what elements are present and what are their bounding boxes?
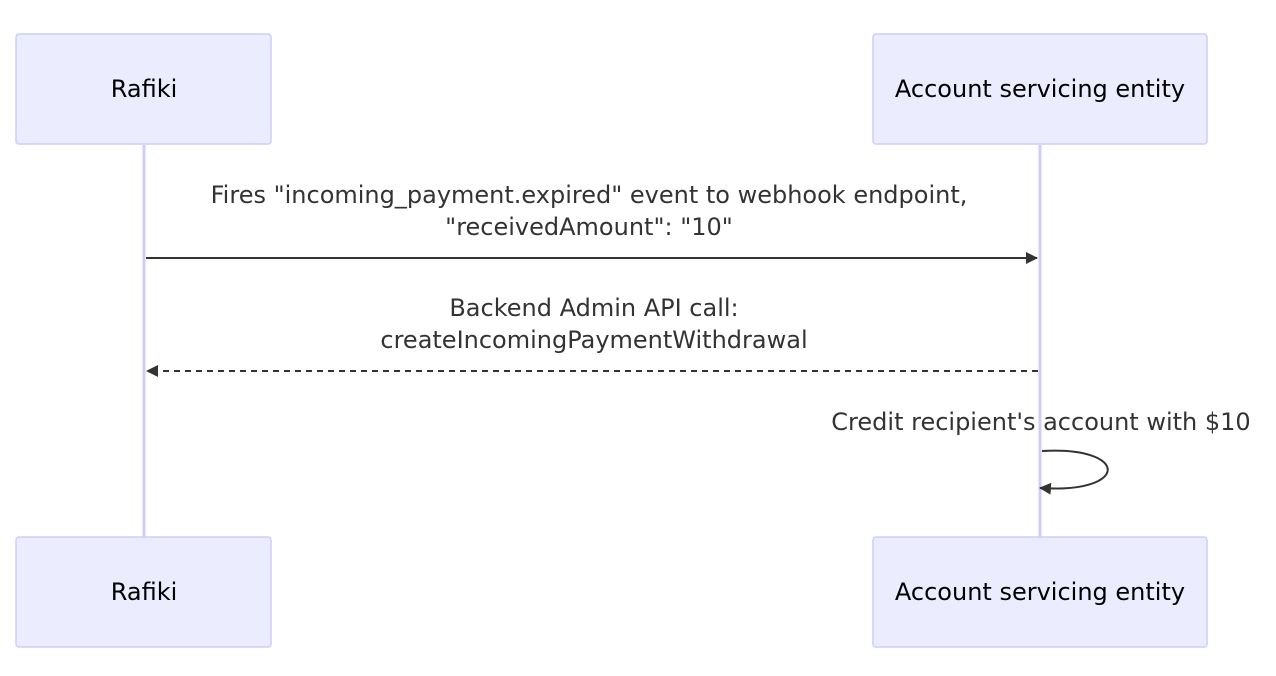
actor-rafiki-top: Rafiki bbox=[15, 33, 272, 145]
message-2-label-line-2: createIncomingPaymentWithdrawal bbox=[380, 326, 807, 354]
message-1-label-line-1: Fires "incoming_payment.expired" event t… bbox=[211, 181, 968, 209]
actor-label-account-servicing-entity-bottom: Account servicing entity bbox=[895, 578, 1185, 606]
message-credit-recipient-account: Credit recipient's account with $10 bbox=[831, 408, 1251, 495]
actor-rafiki-bottom: Rafiki bbox=[15, 536, 272, 648]
message-3-self-arrow bbox=[1039, 449, 1109, 495]
message-2-label-line-1: Backend Admin API call: bbox=[449, 294, 738, 322]
message-3-label: Credit recipient's account with $10 bbox=[831, 408, 1250, 436]
actor-label-account-servicing-entity-top: Account servicing entity bbox=[895, 75, 1185, 103]
message-incoming-payment-expired: Fires "incoming_payment.expired" event t… bbox=[146, 181, 1038, 264]
message-create-incoming-payment-withdrawal: Backend Admin API call: createIncomingPa… bbox=[146, 294, 1038, 377]
message-1-label-line-2: "receivedAmount": "10" bbox=[445, 213, 733, 241]
actor-label-rafiki-top: Rafiki bbox=[111, 75, 178, 103]
actor-account-servicing-entity-top: Account servicing entity bbox=[872, 33, 1208, 145]
actor-label-rafiki-bottom: Rafiki bbox=[111, 578, 178, 606]
actor-account-servicing-entity-bottom: Account servicing entity bbox=[872, 536, 1208, 648]
